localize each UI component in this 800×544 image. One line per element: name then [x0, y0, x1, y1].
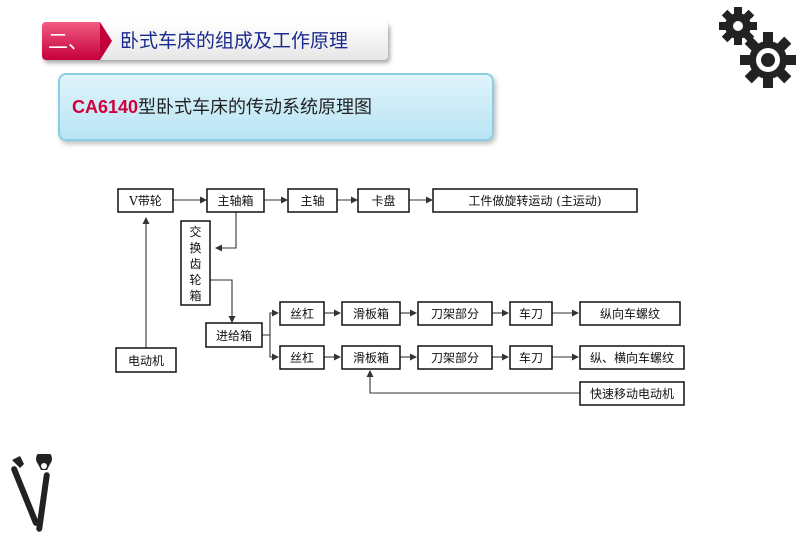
node-v-belt-pulley: V带轮 — [117, 188, 174, 213]
svg-text:换: 换 — [189, 241, 201, 255]
node-apron-2: 滑板箱 — [341, 345, 401, 370]
wrenches-icon — [11, 454, 52, 532]
node-lead-screw-2: 丝杠 — [279, 345, 325, 370]
svg-text:丝杠: 丝杠 — [290, 306, 314, 321]
svg-text:滑板箱: 滑板箱 — [353, 350, 389, 365]
svg-text:纵向车螺纹: 纵向车螺纹 — [600, 306, 660, 321]
svg-text:纵、横向车螺纹: 纵、横向车螺纹 — [590, 350, 674, 365]
node-lead-screw-1: 丝杠 — [279, 301, 325, 326]
node-main-motion: 工件做旋转运动 (主运动) — [432, 188, 638, 213]
subtitle-model: CA6140 — [72, 97, 139, 117]
svg-text:快速移动电动机: 快速移动电动机 — [590, 387, 674, 401]
svg-text:车刀: 车刀 — [519, 350, 543, 365]
svg-text:滑板箱: 滑板箱 — [353, 306, 389, 321]
svg-text:主轴箱: 主轴箱 — [217, 193, 253, 208]
svg-text:车刀: 车刀 — [519, 306, 543, 321]
svg-text:齿: 齿 — [189, 257, 201, 271]
node-cutting-tool-1: 车刀 — [509, 301, 553, 326]
node-apron-1: 滑板箱 — [341, 301, 401, 326]
svg-text:轮: 轮 — [189, 273, 201, 287]
node-long-cross-threading: 纵、横向车螺纹 — [579, 345, 685, 370]
subtitle-box: CA6140型卧式车床的传动系统原理图 — [58, 73, 494, 141]
node-spindle: 主轴 — [287, 188, 338, 213]
svg-text:V带轮: V带轮 — [128, 194, 162, 208]
node-headstock: 主轴箱 — [206, 188, 265, 213]
svg-text:刀架部分: 刀架部分 — [431, 306, 479, 321]
section-number-badge: 二、 — [42, 22, 112, 60]
svg-text:刀架部分: 刀架部分 — [431, 350, 479, 365]
node-longitudinal-threading: 纵向车螺纹 — [579, 301, 681, 326]
svg-text:主轴: 主轴 — [300, 193, 324, 208]
svg-text:进给箱: 进给箱 — [216, 328, 252, 343]
svg-text:箱: 箱 — [189, 288, 201, 303]
subtitle-text: 型卧式车床的传动系统原理图 — [138, 97, 373, 118]
node-carriage-2: 刀架部分 — [417, 345, 493, 370]
svg-text:卡盘: 卡盘 — [371, 193, 395, 208]
svg-text:电动机: 电动机 — [128, 354, 164, 368]
svg-text:工件做旋转运动 (主运动): 工件做旋转运动 (主运动) — [468, 193, 601, 208]
svg-text:丝杠: 丝杠 — [290, 350, 314, 365]
svg-text:交: 交 — [189, 224, 201, 239]
section-title: 卧式车床的组成及工作原理 — [120, 30, 349, 52]
node-chuck: 卡盘 — [357, 188, 410, 213]
connectors — [142, 196, 580, 394]
node-electric-motor: 电动机 — [115, 347, 177, 373]
node-change-gearbox: 交 换 齿 轮 箱 — [180, 220, 211, 306]
node-rapid-traverse-motor: 快速移动电动机 — [579, 381, 685, 406]
gears-icon — [719, 7, 796, 88]
node-carriage-1: 刀架部分 — [417, 301, 493, 326]
section-title-bar: 二、 卧式车床的组成及工作原理 — [42, 22, 388, 60]
node-feed-box: 进给箱 — [205, 322, 263, 348]
node-cutting-tool-2: 车刀 — [509, 345, 553, 370]
subtitle: CA6140型卧式车床的传动系统原理图 — [72, 93, 372, 119]
